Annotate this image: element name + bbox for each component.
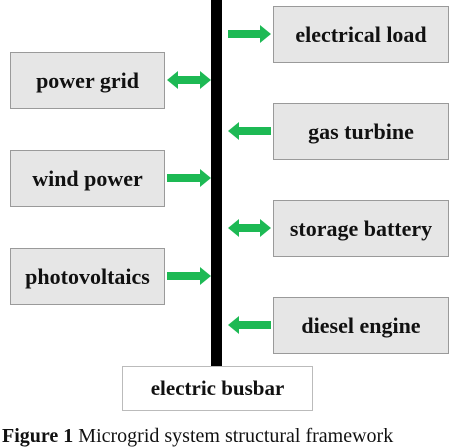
box-storage-battery: storage battery <box>273 200 449 257</box>
caption-figure-number: Figure 1 <box>2 425 74 447</box>
box-label: electrical load <box>295 21 427 47</box>
box-label: diesel engine <box>301 312 421 338</box>
wind-power-arrow <box>167 169 211 187</box>
box-diesel-engine: diesel engine <box>273 297 449 354</box>
photovoltaics-arrow <box>167 267 211 285</box>
busbar-line <box>211 0 222 366</box>
gas-turbine-arrow <box>228 122 271 140</box>
box-gas-turbine: gas turbine <box>273 103 449 160</box>
busbar-label-box: electric busbar <box>122 366 313 411</box>
electrical-load-arrow <box>228 25 271 43</box>
caption-text: Microgrid system structural framework <box>73 425 394 447</box>
diesel-engine-arrow <box>228 316 271 334</box>
figure-caption: Figure 1 Microgrid system structural fra… <box>2 425 472 448</box>
box-wind-power: wind power <box>10 150 165 207</box>
power-grid-arrow <box>167 71 211 89</box>
box-label: gas turbine <box>308 118 414 144</box>
storage-battery-arrow <box>228 219 271 237</box>
box-label: storage battery <box>289 215 433 241</box>
box-photovoltaics: photovoltaics <box>10 248 165 305</box>
box-power-grid: power grid <box>10 52 165 109</box>
busbar-label: electric busbar <box>150 376 285 400</box>
box-label: wind power <box>32 165 143 191</box>
box-label: power grid <box>36 67 139 93</box>
box-label: photovoltaics <box>25 263 150 289</box>
box-electrical-load: electrical load <box>273 6 449 63</box>
